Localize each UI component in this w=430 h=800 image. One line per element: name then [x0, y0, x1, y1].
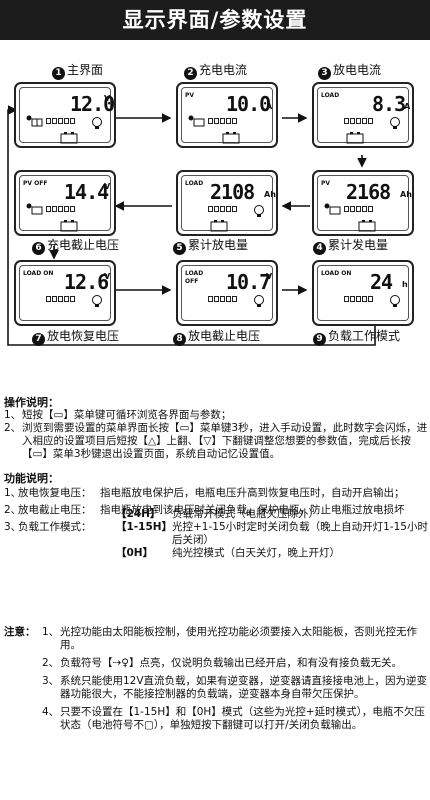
lcd-unit: Ah [400, 190, 412, 199]
battery-level-bar [344, 296, 373, 302]
battery-icon [210, 220, 228, 232]
battery-level-bar [46, 296, 75, 302]
lcd-tag: LOAD ON [23, 270, 54, 277]
lcd-main-screen: 12.0 V [14, 82, 116, 148]
battery-level-bar [344, 206, 373, 212]
bulb-icon [92, 295, 102, 307]
lcd-value: 2108 [210, 180, 255, 204]
lcd-value: 10.0 [226, 92, 271, 116]
lcd-tag: LOAD [185, 180, 204, 187]
lcd-value: 2168 [346, 180, 391, 204]
lcd-tag: PV [185, 92, 195, 99]
lcd-total-discharge: LOAD 2108 Ah [176, 170, 278, 236]
lcd-value: 8.3 [372, 92, 406, 116]
lcd-discharge-cutoff-voltage: LOAD OFF 10.7 V [176, 260, 278, 326]
lcd-unit: V [104, 94, 111, 103]
battery-icon [60, 220, 78, 232]
lcd-discharge-recovery-voltage: LOAD ON 12.6 V [14, 260, 116, 326]
battery-icon [60, 132, 78, 144]
battery-level-bar [208, 206, 237, 212]
battery-level-bar [208, 118, 237, 124]
function-section: 功能说明： 1、 放电恢复电压： 指电瓶放电保护后，电瓶电压升高到恢复电压时，自… [4, 472, 428, 559]
operation-item: 2、浏览到需要设置的菜单界面长按【▭】菜单键3秒，进入手动设置，此时数字会闪烁，… [4, 422, 428, 460]
battery-level-bar [208, 296, 237, 302]
solar-panel-icon [188, 115, 205, 127]
lcd-tag: PV [321, 180, 331, 187]
battery-icon [346, 132, 364, 144]
solar-panel-icon [26, 115, 43, 127]
operation-title: 操作说明： [4, 396, 59, 409]
battery-level-bar [46, 118, 75, 124]
lcd-discharge-current: LOAD 8.3 A [312, 82, 414, 148]
lcd-charge-cutoff-voltage: PV OFF 14.4 V [14, 170, 116, 236]
lcd-unit: V [104, 272, 111, 281]
note-item: 4、 只要不设置在【1-15H】和【0H】模式（这些为光控+延时模式），电瓶不欠… [42, 706, 425, 731]
function-item: 1、 放电恢复电压： 指电瓶放电保护后，电瓶电压升高到恢复电压时，自动开启输出； [4, 487, 405, 499]
note-item: 注意： 1、 光控功能由太阳能板控制，使用光控功能必须要接入太阳能板，否则光控无… [4, 626, 417, 651]
lcd-total-generation: PV 2168 Ah [312, 170, 414, 236]
battery-level-bar [344, 118, 373, 124]
lcd-value: 12.6 [64, 270, 109, 294]
lcd-unit: V [266, 272, 273, 281]
battery-level-bar [46, 206, 75, 212]
lcd-unit: V [104, 182, 111, 191]
bulb-icon [92, 117, 102, 129]
lcd-tag: PV OFF [23, 180, 48, 187]
notes-section: 注意： 1、 光控功能由太阳能板控制，使用光控功能必须要接入太阳能板，否则光控无… [4, 626, 428, 732]
solar-panel-icon [324, 203, 341, 215]
lcd-value: 10.7 [226, 270, 271, 294]
lcd-tag: LOAD [321, 92, 340, 99]
lcd-tag: LOAD [185, 270, 204, 277]
lcd-load-work-mode: LOAD ON 24 h [312, 260, 414, 326]
function-item: 2、 放电截止电压： 指电瓶放电到该电压时关闭负载，保护电瓶，防止电瓶过放电损坏 [4, 504, 405, 516]
lcd-tag-off: OFF [185, 278, 199, 285]
lcd-value: 24 [370, 270, 393, 294]
bulb-icon [390, 117, 400, 129]
lcd-unit: Ah [264, 190, 276, 199]
solar-panel-icon [26, 203, 43, 215]
mode-item: 【24H】 负载常开模式（电瓶欠压除外） [116, 508, 319, 520]
page-title: 显示界面/参数设置 [0, 0, 430, 40]
notes-title: 注意： [4, 626, 36, 638]
operation-section: 操作说明： 1、短按【▭】菜单键可循环浏览各界面与参数； 2、浏览到需要设置的菜… [4, 396, 428, 461]
note-item: 3、 系统只能使用12V直流负载，如果有逆变器，逆变器请直接接电池上，因为逆变器… [42, 675, 428, 700]
battery-icon [222, 132, 240, 144]
lcd-tag: LOAD ON [321, 270, 352, 277]
lcd-unit: A [404, 102, 411, 111]
bulb-icon [254, 205, 264, 217]
lcd-unit: h [402, 280, 408, 289]
mode-item: 【0H】 纯光控模式（白天关灯，晚上开灯） [116, 547, 340, 559]
lcd-value: 12.0 [70, 92, 115, 116]
lcd-value: 14.4 [64, 180, 109, 204]
operation-item: 1、短按【▭】菜单键可循环浏览各界面与参数； [4, 409, 232, 421]
function-title: 功能说明： [4, 472, 59, 485]
battery-icon [358, 220, 376, 232]
lcd-unit: A [266, 102, 273, 111]
lcd-charge-current: PV 10.0 A [176, 82, 278, 148]
note-item: 2、 负载符号【⇢♀】点亮，仅说明负载输出已经开启，和有没有接负载无关。 [42, 657, 402, 669]
mode-item: 【1-15H】 光控+1-15小时定时关闭负载（晚上自动开灯1-15小时后关闭） [116, 521, 428, 546]
bulb-icon [390, 295, 400, 307]
bulb-icon [254, 295, 264, 307]
